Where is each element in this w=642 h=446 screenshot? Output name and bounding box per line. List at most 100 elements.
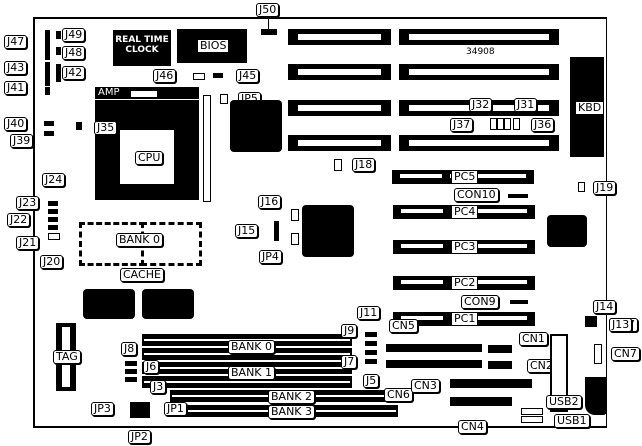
label-bank3: BANK 3 [268, 405, 316, 419]
jumper-j47-j43 [45, 30, 50, 60]
isa-slot [288, 29, 391, 45]
label-j45: J45 [236, 69, 260, 83]
leader-line [268, 17, 269, 29]
label-pc5: PC5 [451, 170, 479, 184]
label-pc4: PC4 [451, 205, 479, 219]
label-j49: J49 [62, 28, 86, 42]
chipset-chip-3 [547, 215, 587, 247]
connector-cn3 [450, 379, 532, 388]
jumper-j7 [365, 350, 377, 355]
jumper-j8 [125, 361, 137, 366]
label-cn2: CN2 [527, 359, 556, 373]
label-j14: J14 [593, 300, 617, 314]
jumper-j5 [365, 359, 377, 364]
chipset-chip-1 [230, 100, 282, 152]
jumper-j48 [56, 47, 61, 55]
real-time-clock-chip: REAL TIME CLOCK [113, 30, 171, 66]
label-cn4: CN4 [458, 420, 487, 434]
jumper-j16 [291, 209, 299, 221]
chip-lower-left-1 [83, 289, 135, 319]
label-cn5: CN5 [389, 319, 418, 333]
jumper-jp5 [220, 94, 228, 104]
label-amp: AMP [98, 87, 120, 98]
label-j39: J39 [10, 134, 34, 148]
label-j31: J31 [514, 98, 538, 112]
label-jp4: JP4 [259, 250, 282, 264]
connector-cn7 [594, 344, 602, 364]
label-j23: J23 [16, 196, 40, 210]
connector-cn5 [386, 344, 482, 352]
simm-slot-bank0b [142, 348, 352, 360]
label-j5: J5 [363, 374, 380, 388]
label-pc2: PC2 [451, 276, 479, 290]
label-usb1: USB1 [554, 414, 590, 428]
label-j15: J15 [235, 224, 259, 238]
cache-chip-left [79, 222, 145, 266]
jumper-j36 [513, 118, 520, 130]
label-cn6: CN6 [384, 388, 413, 402]
label-bank0: BANK 0 [228, 340, 276, 354]
label-kbd: KBD [575, 101, 605, 115]
label-cn1: CN1 [519, 332, 548, 346]
jumper-j18 [334, 159, 342, 171]
label-j41: J41 [4, 81, 28, 95]
rtc-line1: REAL TIME [115, 35, 169, 45]
label-con10: CON10 [454, 188, 499, 202]
isa-slot [399, 29, 559, 45]
label-j46: J46 [153, 69, 177, 83]
label-cache-bank0: BANK 0 [116, 233, 164, 247]
jumper-j43 [45, 62, 50, 86]
connector-cn2 [488, 361, 512, 369]
isa-slot [288, 135, 391, 151]
connector-usb1 [521, 416, 543, 423]
label-usb2: USB2 [546, 395, 582, 409]
jumper-j35 [76, 122, 82, 130]
isa-slot [288, 100, 391, 116]
label-j32: J32 [469, 98, 493, 112]
jumper-j11 [365, 332, 377, 337]
label-j36: J36 [531, 118, 555, 132]
label-j40: J40 [4, 117, 28, 131]
jumper-jp4 [291, 233, 299, 245]
simm-slot-bank1b [142, 376, 352, 388]
jumper-j21 [48, 225, 58, 230]
chip-lower-left-2 [142, 289, 194, 319]
port-connector [585, 377, 607, 415]
jumper-j24 [48, 201, 58, 206]
socket-lever [131, 91, 157, 97]
label-j47: J47 [4, 35, 28, 49]
jumper-j3 [125, 377, 137, 382]
label-j7: J7 [341, 355, 358, 369]
label-jp2: JP2 [128, 430, 151, 444]
label-cpu: CPU [135, 151, 164, 165]
jumper-j15 [274, 221, 279, 241]
label-j22: J22 [7, 213, 31, 227]
label-j8: J8 [121, 342, 138, 356]
jumper-j32 [497, 118, 504, 130]
rtc-line2: CLOCK [125, 45, 159, 55]
label-pc1: PC1 [451, 312, 479, 326]
jumper-j6 [125, 369, 137, 374]
label-j18: J18 [352, 158, 376, 172]
jumper-jp1-jp3 [130, 402, 150, 418]
jumper-j49 [56, 31, 61, 39]
jumper-j37 [490, 118, 497, 130]
jumper-j14-j13 [585, 316, 597, 327]
jumper-j46 [193, 73, 205, 80]
label-cn3: CN3 [411, 379, 440, 393]
isa-slot [399, 64, 559, 80]
label-j42: J42 [62, 66, 86, 80]
jumper-j20 [48, 233, 60, 240]
connector-cn6 [386, 360, 482, 368]
isa-slot [288, 64, 391, 80]
label-pc3: PC3 [451, 240, 479, 254]
label-cn7: CN7 [611, 347, 640, 361]
connector-cn1 [488, 345, 512, 353]
label-j6: J6 [143, 360, 160, 374]
label-jp1: JP1 [164, 402, 187, 416]
jumper-j41 [45, 87, 50, 95]
jumper-j22 [48, 217, 58, 222]
label-j35: J35 [94, 121, 118, 135]
connector-usb2 [521, 408, 543, 415]
jumper-j39 [44, 131, 54, 136]
